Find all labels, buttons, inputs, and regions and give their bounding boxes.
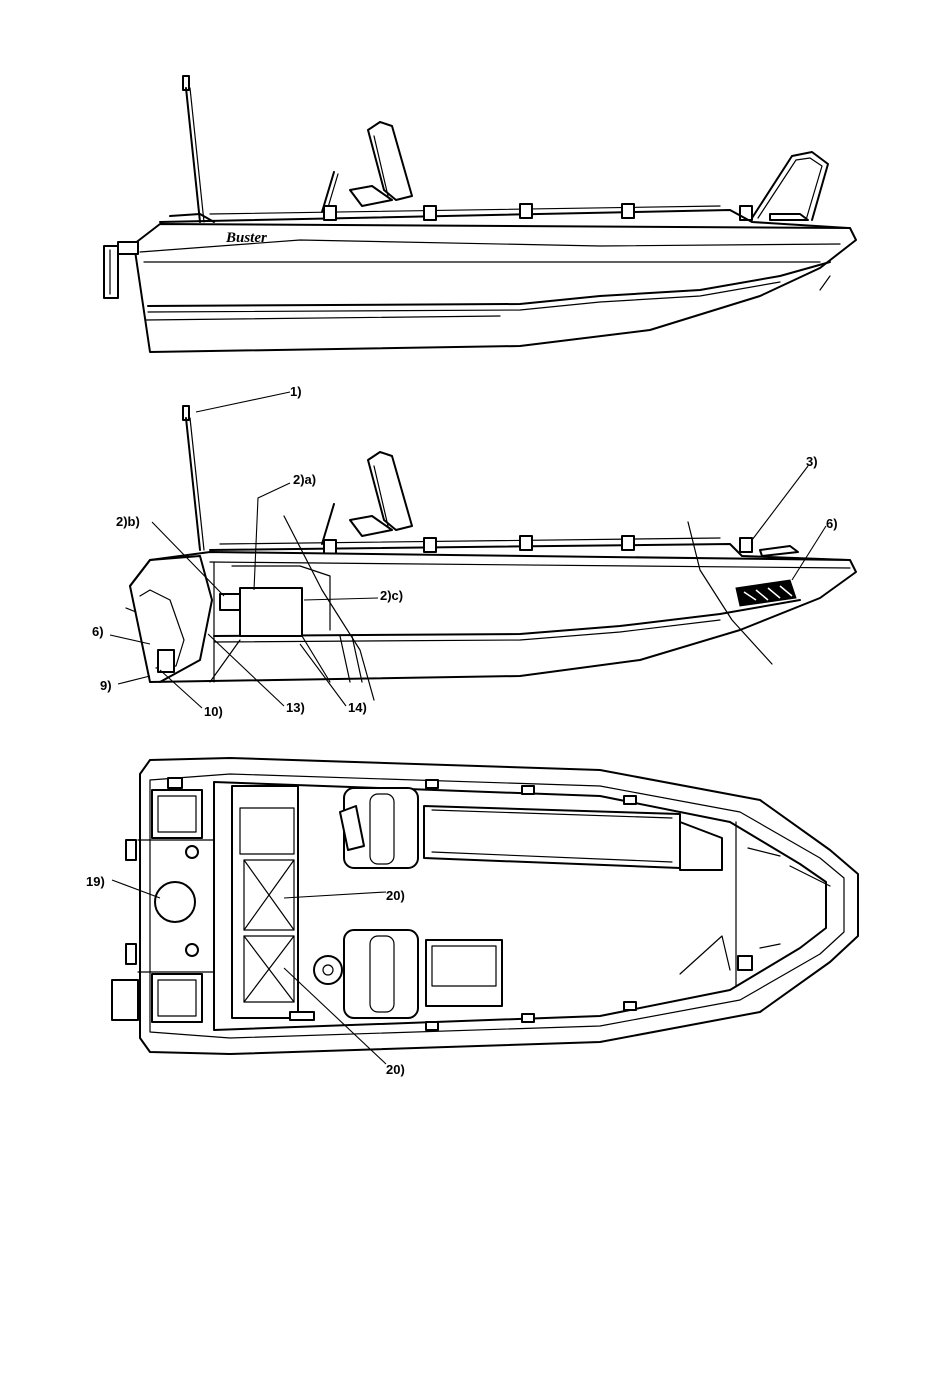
callout-14: 14) [348, 700, 367, 715]
callout-9: 9) [100, 678, 112, 693]
callout-2b: 2)b) [116, 514, 140, 529]
callout-2a: 2)a) [293, 472, 316, 487]
helm-console [426, 940, 502, 1006]
transom-panel [152, 974, 202, 1022]
passenger-seat [340, 788, 418, 868]
motor-bracket [112, 980, 138, 1020]
callout-6-stern: 6) [92, 624, 104, 639]
antenna [183, 406, 204, 550]
callout-19: 19) [86, 874, 105, 889]
bow-cleat [740, 538, 752, 552]
bow-cleat [738, 956, 752, 970]
callout-10: 10) [204, 704, 223, 719]
antenna [183, 76, 204, 222]
cleat [622, 204, 634, 218]
cleat [520, 536, 532, 550]
transom-panel [152, 790, 202, 838]
top-view [112, 758, 858, 1054]
steering-wheel [314, 956, 342, 984]
callout-2c: 2)c) [380, 588, 403, 603]
side-console [424, 806, 680, 868]
callout-20-upper: 20) [386, 888, 405, 903]
side-view-cutaway [126, 406, 856, 700]
callout-20-lower: 20) [386, 1062, 405, 1077]
battery [220, 594, 240, 610]
callout-6-bow: 6) [826, 516, 838, 531]
brand-logo: Buster [225, 230, 267, 246]
cleat [324, 206, 336, 220]
callout-3: 3) [806, 454, 818, 469]
hatch-cover [155, 882, 195, 922]
bilge-pump [158, 650, 174, 672]
cleat [622, 536, 634, 550]
bow-rail [740, 152, 828, 220]
callout-1: 1) [290, 384, 302, 399]
side-view-top: Buster [104, 76, 856, 352]
windshield [322, 122, 412, 214]
rear-bench [232, 786, 298, 1018]
callout-13: 13) [286, 700, 305, 715]
cleat [424, 538, 436, 552]
cleat [324, 540, 336, 554]
cleat [424, 206, 436, 220]
fuel-tank [240, 588, 302, 636]
hull [130, 552, 856, 682]
transom-bracket [104, 242, 138, 298]
cleat [520, 204, 532, 218]
windshield [322, 452, 412, 544]
